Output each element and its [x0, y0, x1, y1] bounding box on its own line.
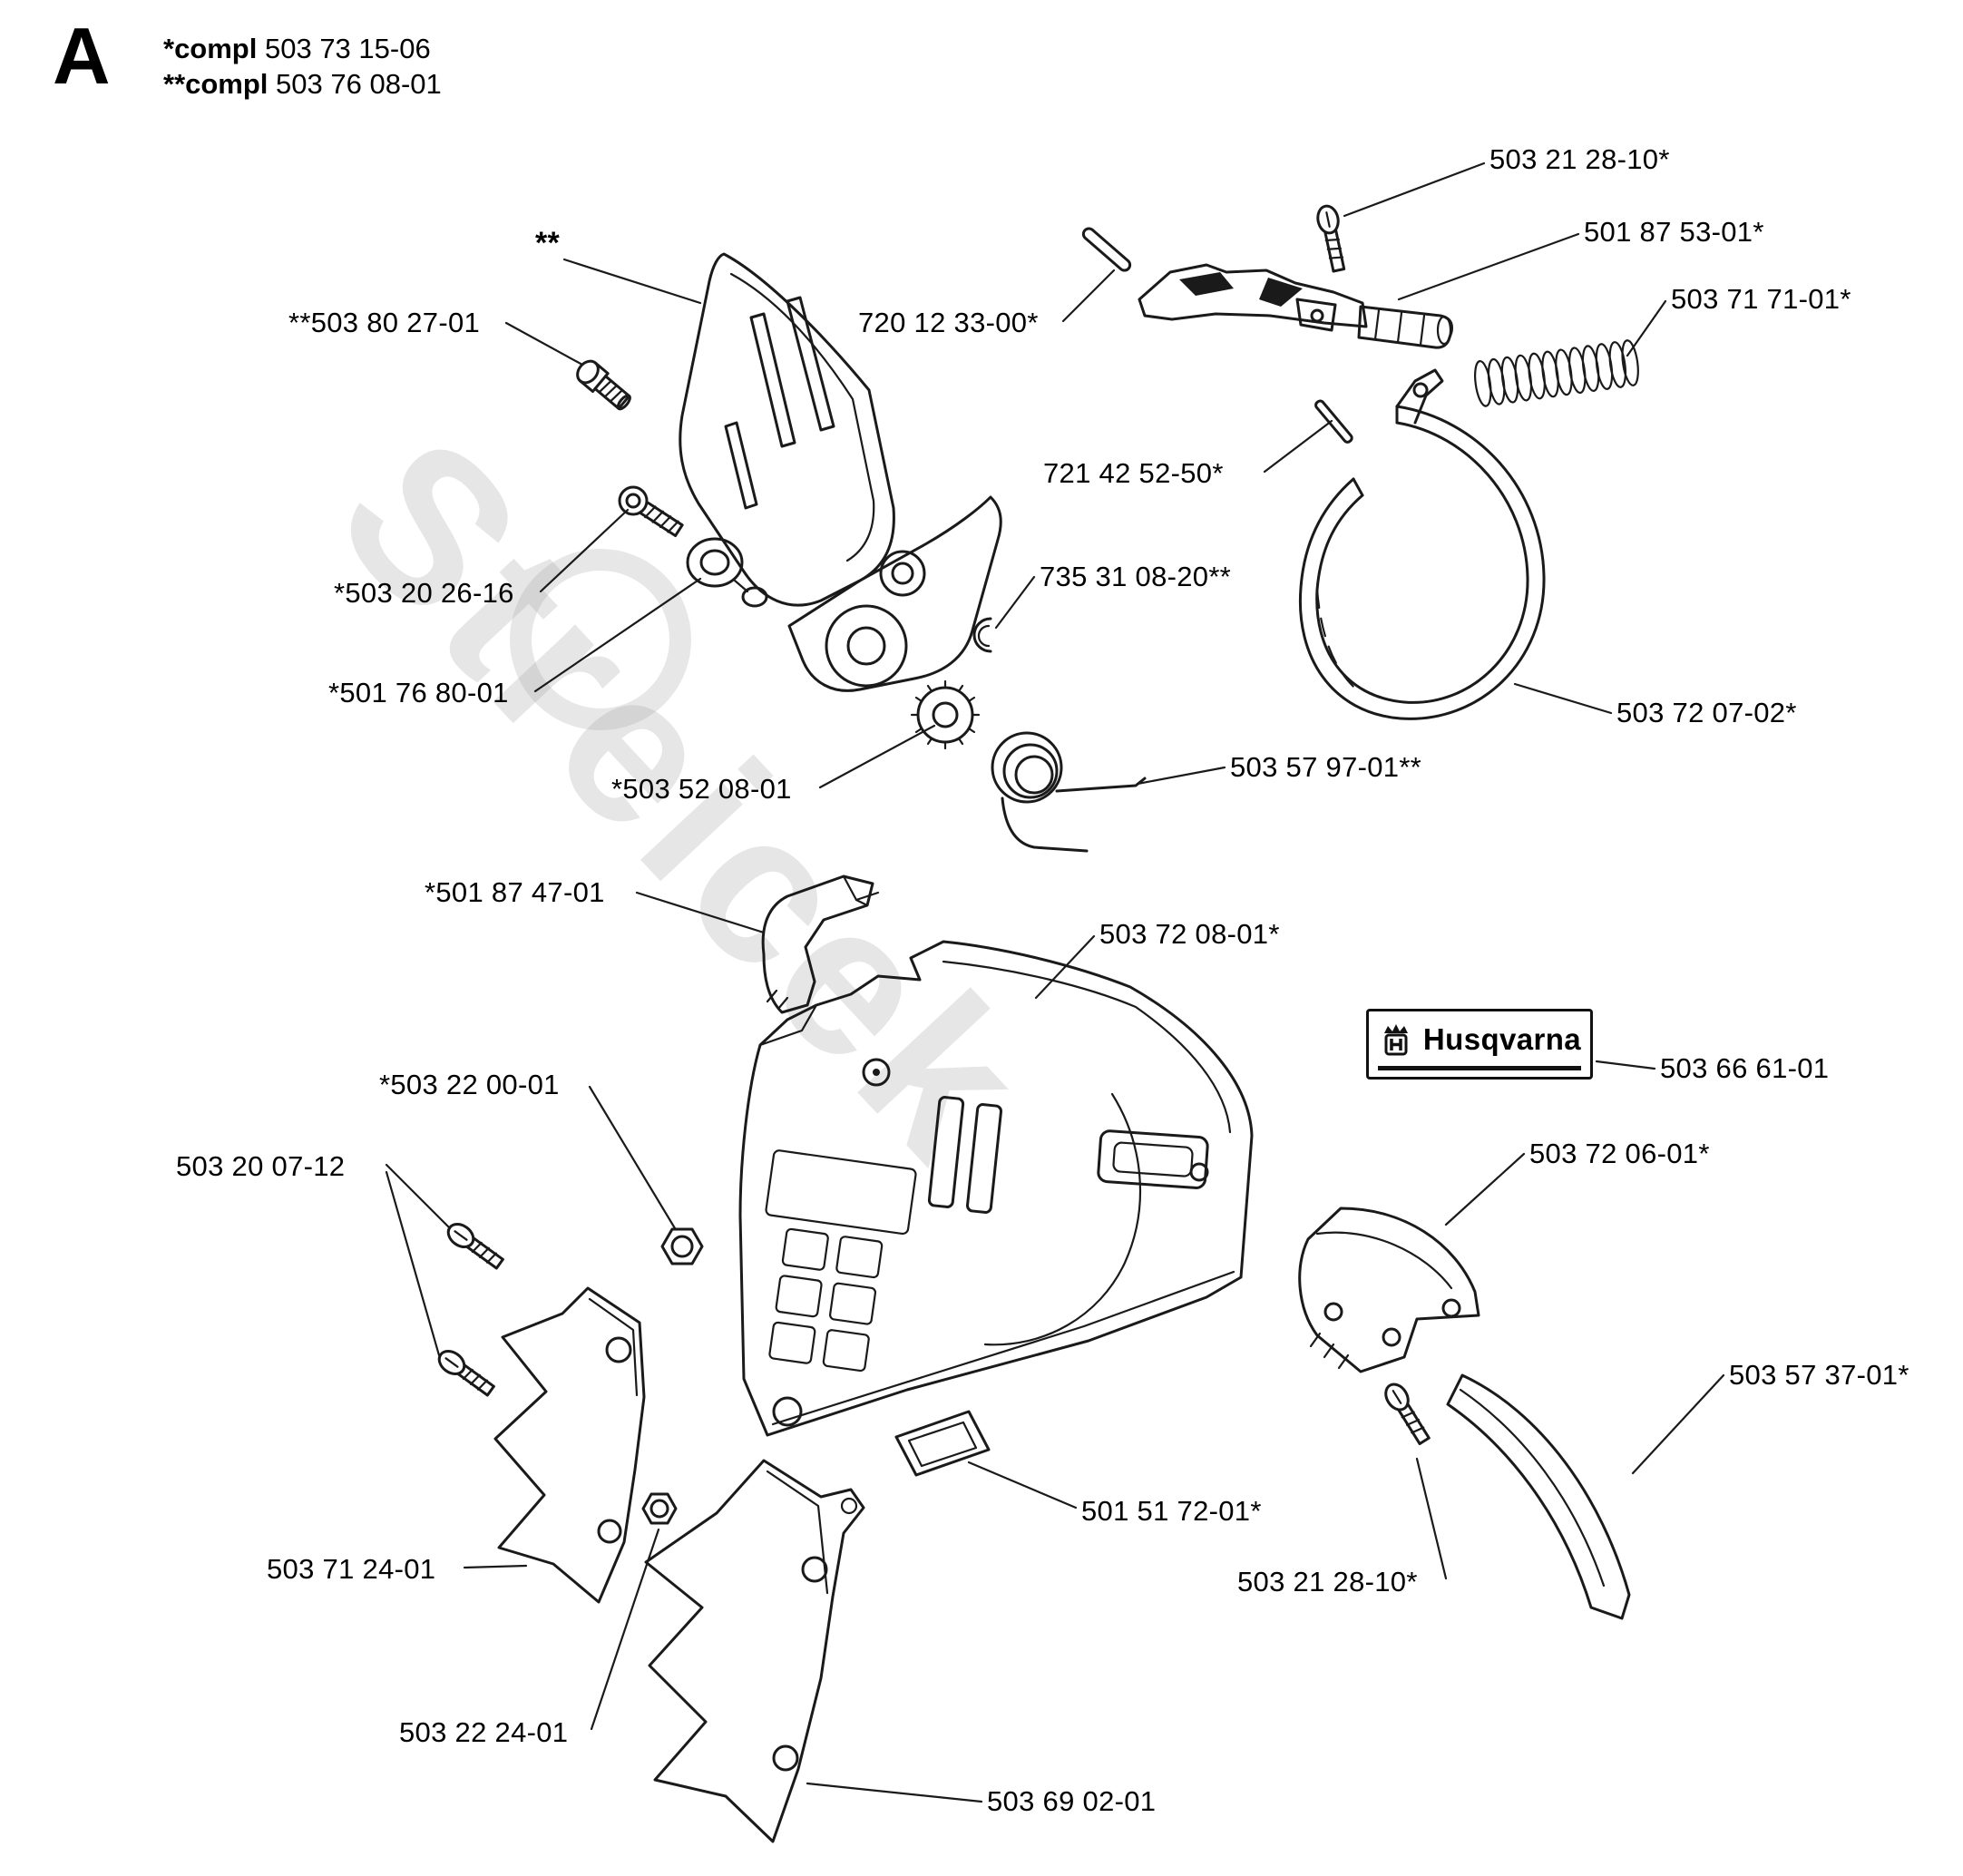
compl-1-number: 503 73 15-06	[264, 33, 431, 64]
part-label-503-52-08-01: *503 52 08-01	[611, 773, 792, 805]
watermark-ring	[510, 549, 691, 730]
part-pin-721-42-52-50	[1314, 399, 1353, 444]
part-screw-503-21-28-10-top	[1316, 204, 1346, 273]
husqvarna-crown-icon	[1383, 1024, 1408, 1056]
compl-1-prefix: *compl	[163, 33, 258, 64]
part-coil-spring	[1474, 339, 1639, 407]
part-grommet	[686, 537, 768, 608]
part-nut-503-22-24-01	[641, 1492, 678, 1525]
compl-line-1: *compl 503 73 15-06	[163, 31, 442, 66]
part-label-501-51-72-01: 501 51 72-01*	[1081, 1495, 1262, 1527]
part-marker-double-asterisk: **	[535, 226, 561, 260]
part-knob	[910, 679, 981, 750]
part-label-503-21-28-10-top: 503 21 28-10*	[1489, 143, 1670, 175]
part-label-503-80-27-01: **503 80 27-01	[288, 307, 481, 338]
part-label-503-71-24-01: 503 71 24-01	[267, 1553, 436, 1585]
decal-underline	[1378, 1066, 1581, 1070]
part-bolt	[576, 359, 631, 411]
part-clip-501-51-72-01	[894, 1410, 991, 1477]
part-label-501-87-53-01: 501 87 53-01*	[1584, 216, 1764, 248]
compl-line-2: **compl 503 76 08-01	[163, 66, 442, 102]
husqvarna-brand-text: Husqvarna	[1422, 1022, 1582, 1056]
part-clutch-cover	[738, 940, 1254, 1437]
part-label-720-12-33-00: 720 12 33-00*	[858, 307, 1039, 338]
part-label-503-21-28-10-bottom: 503 21 28-10*	[1237, 1566, 1418, 1598]
part-screw-503-21-28-10-bottom	[1384, 1383, 1431, 1446]
part-label-721-42-52-50: 721 42 52-50*	[1043, 457, 1224, 489]
part-cover-plate-503-72-06-01	[1298, 1207, 1480, 1373]
part-label-503-20-07-12: 503 20 07-12	[176, 1150, 346, 1182]
part-screw-503-20-07-12-a	[446, 1222, 504, 1270]
part-label-503-66-61-01: 503 66 61-01	[1660, 1052, 1830, 1084]
part-torsion-spring	[991, 731, 1147, 853]
leader-lines	[385, 161, 1725, 1803]
part-nut-503-22-00-01	[660, 1227, 704, 1265]
part-label-503-57-37-01: 503 57 37-01*	[1729, 1359, 1909, 1391]
section-letter: A	[53, 11, 111, 101]
compl-2-number: 503 76 08-01	[276, 68, 442, 100]
part-spike-bumper-lower	[644, 1459, 865, 1843]
part-brake-band	[1298, 368, 1546, 720]
part-label-503-69-02-01: 503 69 02-01	[987, 1785, 1157, 1817]
part-label-503-72-08-01: 503 72 08-01*	[1099, 918, 1280, 950]
part-label-503-57-97-01: 503 57 97-01**	[1230, 751, 1422, 783]
husqvarna-decal: Husqvarna	[1366, 1009, 1593, 1080]
part-label-503-20-26-16: *503 20 26-16	[334, 577, 514, 609]
part-label-503-72-07-02: 503 72 07-02*	[1616, 697, 1797, 728]
part-pin-720-12-33-00	[1081, 227, 1132, 272]
part-screw-503-20-07-12-b	[437, 1349, 495, 1397]
part-label-735-31-08-20: 735 31 08-20**	[1040, 561, 1232, 592]
part-screw-503-20-26-16	[618, 485, 684, 538]
part-label-501-87-47-01: *501 87 47-01	[425, 876, 605, 908]
part-chain-guide-plate	[1446, 1373, 1631, 1620]
part-spike-bumper-upper	[493, 1286, 646, 1604]
part-label-503-72-06-01: 503 72 06-01*	[1529, 1138, 1710, 1169]
part-front-hand-guard	[679, 252, 1002, 692]
compl-reference-lines: *compl 503 73 15-06 **compl 503 76 08-01	[163, 31, 442, 102]
part-label-503-22-24-01: 503 22 24-01	[399, 1716, 569, 1748]
part-label-503-22-00-01: *503 22 00-01	[379, 1069, 560, 1100]
part-brake-lever-assembly	[1138, 263, 1453, 349]
part-label-503-71-71-01: 503 71 71-01*	[1671, 283, 1851, 315]
part-bracket-501-87-47-01	[761, 874, 880, 1014]
compl-2-prefix: **compl	[163, 68, 269, 100]
part-label-501-76-80-01: *501 76 80-01	[328, 677, 509, 708]
part-e-clip	[972, 617, 992, 653]
